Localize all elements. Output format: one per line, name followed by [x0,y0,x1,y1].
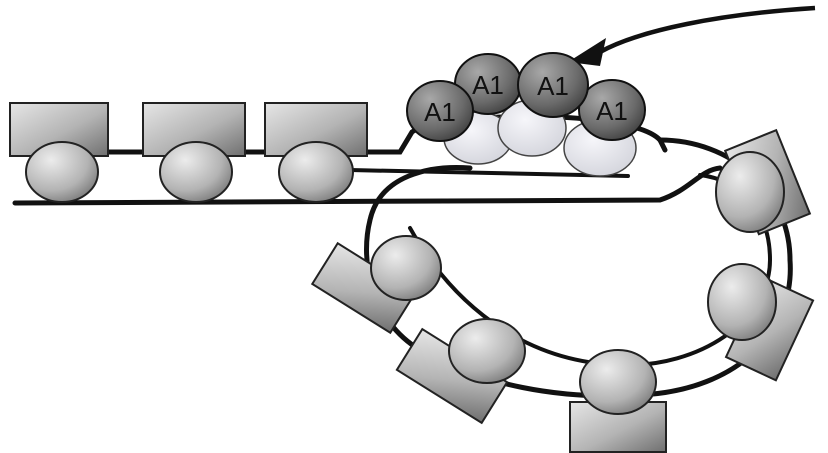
loop-nucleosomes [310,128,815,453]
outer-loop [364,137,793,399]
nucleosome-ball [278,141,354,203]
a1-molecule: A1 [578,79,646,141]
a1-cluster: A1 A1 A1 A1 [406,52,646,142]
nucleosome-ball [25,141,99,203]
a1-molecule: A1 [454,53,522,115]
a1-label: A1 [472,70,504,100]
inner-strand [348,168,630,178]
lower-strand [12,165,723,206]
nucleosome-ball [707,263,777,341]
a1-label: A1 [424,97,456,127]
linear-nucleosomes [9,102,368,203]
a1-molecule: A1 [406,80,474,142]
histone-block [569,401,667,453]
a1-molecule: A1 [517,52,589,118]
arrow-icon [568,5,816,66]
nucleosome-ball [159,141,233,203]
a1-label: A1 [596,96,628,126]
a1-label: A1 [537,71,569,101]
nucleosome-ball [448,318,526,384]
nucleosome-ball [370,235,442,301]
nucleosome-ball [579,349,657,415]
nucleosome-ball [715,151,785,233]
